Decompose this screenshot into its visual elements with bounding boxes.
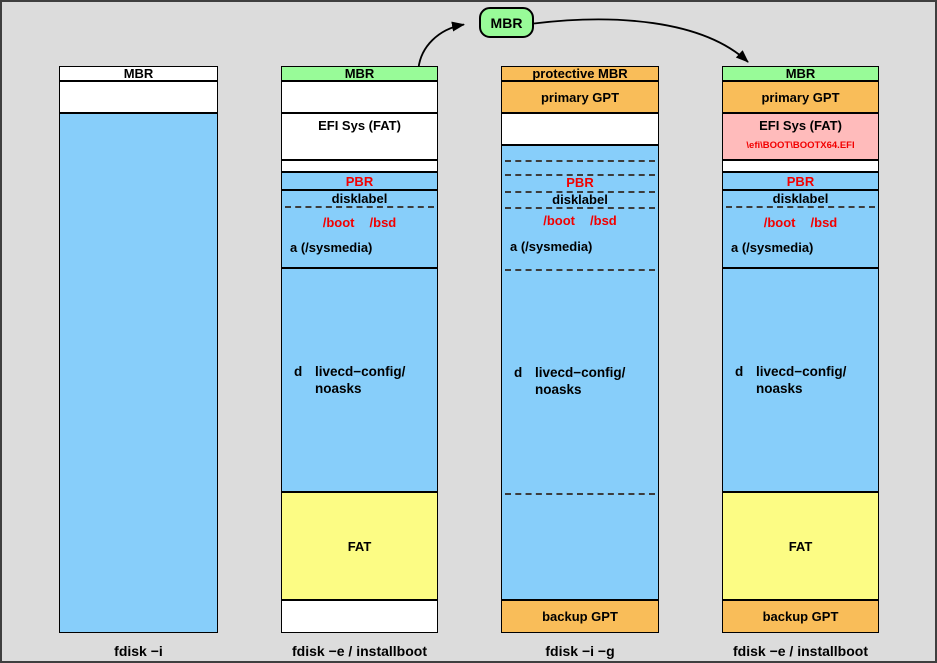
d-partition-line1: livecd−config/ [535,365,626,380]
planned-boundary-line [505,174,655,176]
a-partition-label: a (/sysmedia) [731,240,814,255]
fat-label: FAT [788,538,813,554]
disklabel-segment: disklabel /boot /bsd a (/sysmedia) [281,190,438,268]
pbr-label-row: PBR [502,174,658,191]
bsd-label: /bsd [369,214,397,230]
column-caption: fdisk −i [114,643,163,659]
disklabel-label-row: disklabel [502,191,658,207]
d-partition-letter: d [514,365,523,380]
backup-gpt-segment: backup GPT [722,600,879,633]
primary-gpt-label: primary GPT [761,89,840,105]
openbsd-partition-segment: PBR disklabel /boot /bsd a (/sysmedia) d… [501,145,659,600]
gap-segment [722,160,879,172]
pbr-label: PBR [786,173,815,189]
backup-gpt-label: backup GPT [542,609,618,624]
mbr-segment: MBR [281,66,438,81]
boot-bsd-row: /boot /bsd [723,208,878,233]
bsd-label: /bsd [590,212,617,228]
primary-gpt-segment: primary GPT [722,81,879,113]
disklabel-segment: disklabel /boot /bsd a (/sysmedia) [722,190,879,268]
empty-bottom-segment [281,600,438,633]
planned-boundary-line [505,191,655,193]
disklabel-label: disklabel [552,191,608,207]
d-partition-line2: noasks [756,381,803,396]
planned-boundary-line [505,493,655,495]
boot-bsd-row: /boot /bsd [282,208,437,233]
disklabel-label: disklabel [726,191,875,208]
boot-label: /boot [763,214,796,230]
mbr-label: MBR [344,66,375,81]
openbsd-partition-segment [59,113,218,633]
empty-segment [59,81,218,113]
d-partition-block: d livecd−config/ noasks [502,269,658,493]
disk-column-fdisk-e: MBR EFI Sys (FAT) PBR disklabel /boot /b… [281,66,438,661]
efi-sys-segment: EFI Sys (FAT) \efi\BOOT\BOOTX64.EFI [722,113,879,160]
a-partition-label: a (/sysmedia) [290,240,373,255]
mbr-label: MBR [123,66,154,81]
efi-sys-label: EFI Sys (FAT) [759,118,842,133]
pbr-segment: PBR [281,172,438,190]
efi-sys-segment: EFI Sys (FAT) [281,113,438,160]
efi-bootloader-path: \efi\BOOT\BOOTX64.EFI [746,140,855,151]
pbr-segment: PBR [722,172,879,190]
gap-segment [281,160,438,172]
pbr-label: PBR [566,175,594,190]
primary-gpt-segment: primary GPT [501,81,659,113]
mbr-bubble: MBR [479,7,534,38]
mbr-bubble-label: MBR [490,14,523,31]
bsd-label: /bsd [810,214,838,230]
pbr-label: PBR [345,173,374,189]
disk-column-fdisk-i: MBR fdisk −i [59,66,218,661]
disk-column-fdisk-e-gpt: MBR primary GPT EFI Sys (FAT) \efi\BOOT\… [722,66,879,661]
planned-boundary-line [505,160,655,162]
d-partition-segment: d livecd−config/ noasks [281,268,438,492]
column-caption: fdisk −i −g [545,643,615,659]
d-partition-segment: d livecd−config/ noasks [722,268,879,492]
efi-sys-label: EFI Sys (FAT) [318,118,401,133]
empty-segment [501,113,659,145]
disk-column-fdisk-i-g: protective MBR primary GPT PBR disklabel… [501,66,659,661]
mbr-label: MBR [785,66,816,81]
a-partition-label-row: a (/sysmedia) [502,238,658,255]
d-partition-line1: livecd−config/ [756,364,847,379]
protective-mbr-label: protective MBR [532,66,628,81]
mbr-segment: MBR [59,66,218,81]
d-partition-line2: noasks [535,382,582,397]
fat-segment: FAT [722,492,879,600]
backup-gpt-segment: backup GPT [501,600,659,633]
planned-boundary-line [505,269,655,271]
d-partition-line2: noasks [315,381,362,396]
protective-mbr-segment: protective MBR [501,66,659,81]
empty-segment [281,81,438,113]
column-caption: fdisk −e / installboot [733,643,868,659]
fat-segment: FAT [281,492,438,600]
arrow-bubble-to-col4 [533,18,749,63]
backup-gpt-label: backup GPT [762,609,839,624]
mbr-segment: MBR [722,66,879,81]
arrow-col2-to-bubble [417,21,465,69]
disklabel-label: disklabel [285,191,434,208]
d-partition-letter: d [735,364,744,379]
boot-label: /boot [322,214,355,230]
d-partition-line1: livecd−config/ [315,364,406,379]
planned-boundary-line [505,207,655,209]
column-caption: fdisk −e / installboot [292,643,427,659]
boot-label: /boot [543,212,576,228]
a-partition-label: a (/sysmedia) [510,239,593,254]
boot-bsd-row: /boot /bsd [502,209,658,231]
d-partition-letter: d [294,364,303,379]
fat-label: FAT [347,538,372,554]
primary-gpt-label: primary GPT [540,89,620,105]
